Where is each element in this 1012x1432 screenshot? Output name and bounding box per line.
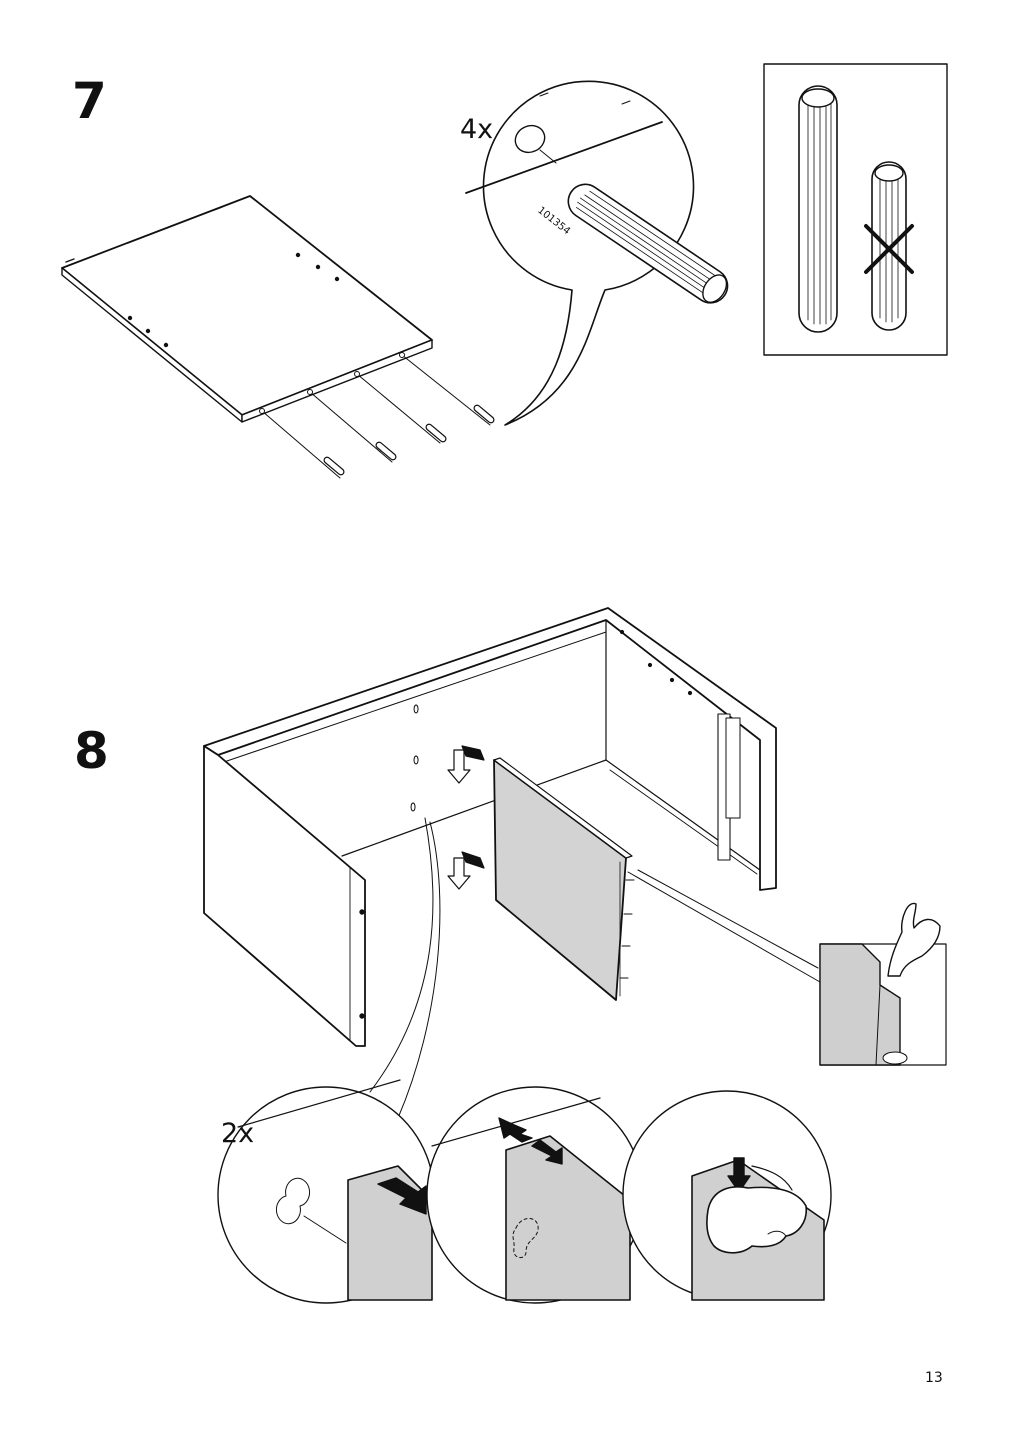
quantity-label-step-7: 4x [460,114,494,145]
dowels [323,404,495,476]
shelf-panel-illustration [61,195,433,423]
arrow-down-icon [447,745,485,890]
detail-circle-2 [426,1086,644,1304]
short-dowel-crossed-icon [864,161,914,331]
dowel-detail-callout [465,80,729,426]
push-arrow-icon [377,1177,427,1215]
cabinet-frame [203,607,777,1047]
page-number: 13 [925,1370,943,1386]
peg-detail-callout [627,869,947,1066]
step-number-8: 8 [74,722,109,780]
detail-circle-1 [217,1079,435,1304]
hand-pointing-icon [887,902,941,977]
step-number-7: 7 [72,72,107,130]
quantity-label-step-8: 2x [221,1118,255,1149]
dowel-guides [259,352,491,479]
hand-pressing-icon [706,1165,808,1254]
drawer-runner [717,713,741,861]
dowel-icon [798,85,838,333]
fixed-shelf-panel [493,757,635,1001]
dowel-large-icon [567,183,729,304]
detail-circle-3 [622,1090,832,1301]
dowel-comparison-box [763,63,948,356]
